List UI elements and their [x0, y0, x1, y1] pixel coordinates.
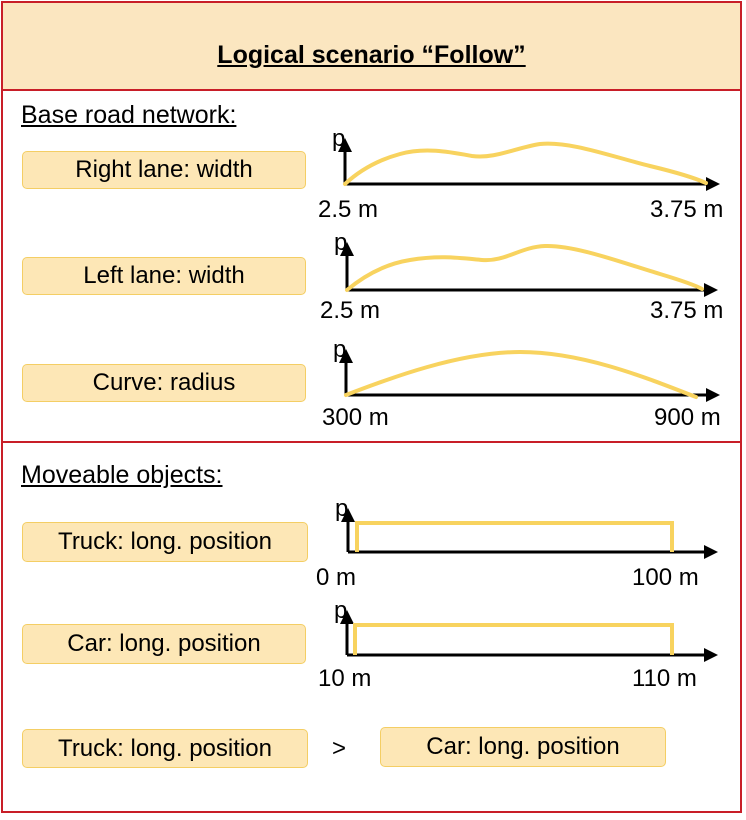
range-min-label-1: 2.5 m — [320, 297, 380, 324]
x-axis-arrow-2 — [706, 388, 720, 402]
section-title-moveable-objects: Moveable objects: — [21, 461, 223, 489]
x-axis-arrow-0 — [706, 177, 720, 191]
y-axis-label-2: p — [333, 336, 346, 363]
y-axis-label-4: p — [334, 597, 347, 624]
param-box-curve-radius: Curve: radius — [22, 364, 306, 402]
y-axis-arrow-2 — [339, 349, 353, 363]
y-axis-arrow-1 — [340, 242, 354, 256]
y-axis-label-0: p — [332, 125, 345, 152]
range-min-label-4: 10 m — [318, 665, 371, 692]
range-max-label-4: 110 m — [632, 665, 697, 692]
x-axis-arrow-3 — [704, 545, 718, 559]
distribution-curve-2 — [344, 349, 698, 399]
range-max-label-0: 3.75 m — [650, 196, 723, 223]
distribution-uniform-3 — [355, 521, 674, 552]
constraint-right-box: Car: long. position — [380, 727, 666, 767]
param-box-left-lane-width: Left lane: width — [22, 257, 306, 295]
param-box-car-long-position: Car: long. position — [22, 624, 306, 664]
y-axis-arrow-3 — [341, 508, 355, 522]
range-max-label-2: 900 m — [654, 404, 721, 431]
distribution-curve-1 — [345, 243, 704, 292]
constraint-operator: > — [332, 735, 347, 762]
y-axis-label-3: p — [335, 495, 348, 522]
distribution-curve-0 — [343, 141, 708, 186]
section-divider — [3, 441, 740, 443]
x-axis-arrow-4 — [704, 648, 718, 662]
scenario-title: Logical scenario “Follow” — [217, 41, 526, 69]
range-max-label-3: 100 m — [632, 564, 699, 591]
range-min-label-0: 2.5 m — [318, 196, 378, 223]
range-min-label-2: 300 m — [322, 404, 389, 431]
distribution-uniform-4 — [353, 623, 674, 655]
range-min-label-3: 0 m — [316, 564, 356, 591]
y-axis-label-1: p — [334, 229, 347, 256]
param-box-right-lane-width: Right lane: width — [22, 151, 306, 189]
header: Logical scenario “Follow” — [3, 3, 740, 91]
x-axis-arrow-1 — [704, 283, 718, 297]
constraint-left-box: Truck: long. position — [22, 729, 308, 768]
section-title-base-road: Base road network: — [21, 101, 237, 129]
y-axis-arrow-0 — [338, 138, 352, 152]
y-axis-arrow-4 — [340, 610, 354, 624]
range-max-label-1: 3.75 m — [650, 297, 723, 324]
param-box-truck-long-position: Truck: long. position — [22, 522, 308, 562]
